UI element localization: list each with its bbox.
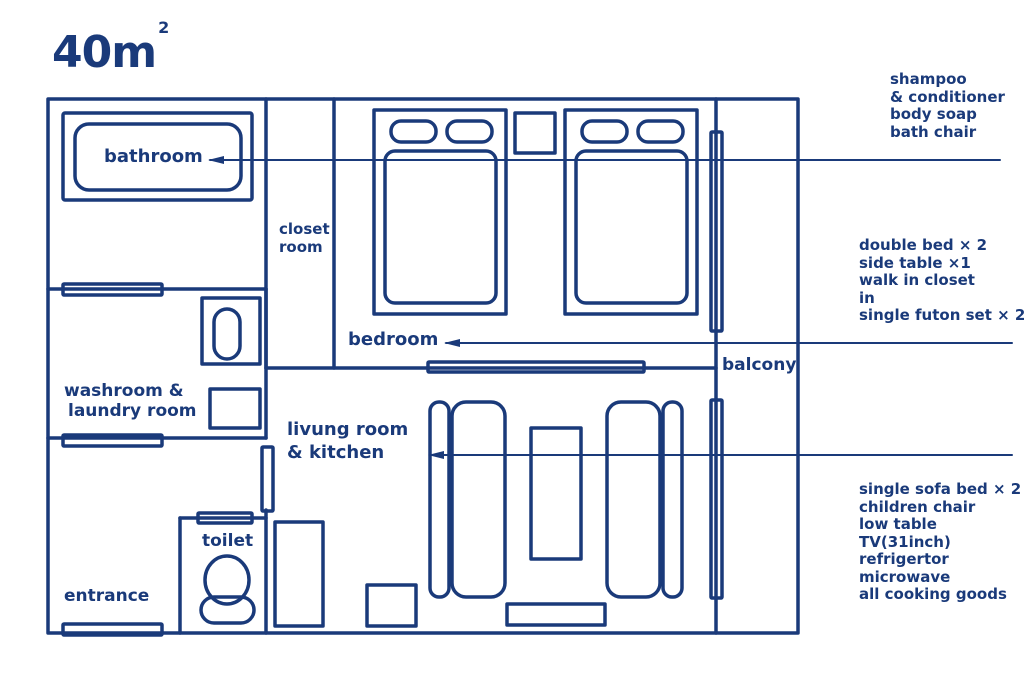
label-living: livung room & kitchen bbox=[287, 418, 408, 464]
bathtub-inner bbox=[73, 122, 243, 192]
label-toilet: toilet bbox=[202, 531, 254, 551]
pillow-right-2 bbox=[636, 119, 685, 144]
label-balcony: balcony bbox=[722, 355, 797, 375]
label-washroom: washroom & laundry room bbox=[64, 381, 197, 421]
pillow-left-1 bbox=[389, 119, 438, 144]
amenity-item: shampoo bbox=[890, 70, 967, 88]
sofa-left-seat bbox=[450, 400, 507, 599]
bathtub-outer bbox=[61, 111, 254, 202]
label-washroom-line2: laundry room bbox=[68, 401, 197, 421]
toilet-bowl bbox=[203, 554, 251, 606]
sofa-left-back bbox=[428, 400, 451, 599]
label-closet-line1: closet bbox=[279, 220, 330, 238]
amenity-item: body soap bbox=[890, 105, 977, 123]
label-entrance: entrance bbox=[64, 586, 150, 606]
amenities-bedroom: double bed × 2 side table ×1 walk in clo… bbox=[859, 236, 1024, 325]
amenities-bathroom: shampoo & conditioner body soap bath cha… bbox=[890, 70, 1005, 141]
window-balcony-upper bbox=[709, 130, 724, 333]
label-living-line2: & kitchen bbox=[287, 442, 385, 463]
amenities-living: single sofa bed × 2 children chair low t… bbox=[859, 480, 1022, 604]
arrow-bathroom bbox=[208, 156, 224, 164]
amenity-item: refrigertor bbox=[859, 550, 949, 568]
amenity-item: TV(31inch) bbox=[859, 532, 951, 551]
label-closet: closet room bbox=[279, 220, 330, 256]
bed-right-frame bbox=[563, 108, 699, 316]
amenity-item: side table ×1 bbox=[859, 253, 971, 272]
arrow-bedroom bbox=[444, 339, 460, 347]
low-table bbox=[529, 426, 583, 561]
door-toilet bbox=[196, 511, 254, 525]
door-living-left bbox=[260, 445, 275, 513]
area-number: 40m bbox=[52, 27, 157, 78]
window-balcony-lower bbox=[709, 398, 724, 600]
sink-bowl bbox=[212, 307, 242, 361]
sofa-right-back bbox=[661, 400, 684, 599]
label-bathroom: bathroom bbox=[104, 146, 203, 167]
amenity-item: single futon set × 2 bbox=[859, 306, 1024, 324]
sofa-right-seat bbox=[605, 400, 662, 599]
sink-outer bbox=[200, 296, 262, 366]
toilet-tank bbox=[199, 595, 256, 625]
label-bedroom: bedroom bbox=[348, 329, 439, 350]
amenity-item: all cooking goods bbox=[859, 585, 1007, 603]
amenity-item: in bbox=[859, 288, 875, 307]
pillow-right-1 bbox=[580, 119, 629, 144]
area-superscript: 2 bbox=[158, 18, 169, 38]
amenity-item: low table bbox=[859, 515, 937, 533]
label-living-line1: livung room bbox=[287, 419, 409, 440]
amenity-item: & conditioner bbox=[890, 87, 1005, 106]
kitchen-counter bbox=[273, 520, 325, 628]
door-bedroom bbox=[426, 360, 646, 374]
side-table bbox=[513, 111, 557, 155]
bed-left-frame bbox=[372, 108, 508, 316]
tv-stand bbox=[505, 602, 607, 627]
label-washroom-line1: washroom & bbox=[64, 381, 184, 401]
label-closet-line2: room bbox=[279, 238, 323, 256]
amenity-item: bath chair bbox=[890, 122, 977, 141]
bed-right-mattress bbox=[574, 149, 689, 305]
amenity-item: walk in closet bbox=[859, 271, 975, 289]
arrow-living bbox=[428, 451, 444, 459]
outer-wall bbox=[46, 97, 800, 635]
bed-left-mattress bbox=[383, 149, 498, 305]
door-bath bbox=[61, 282, 164, 297]
amenity-item: single sofa bed × 2 bbox=[859, 480, 1022, 498]
washing-machine bbox=[208, 387, 262, 430]
children-chair bbox=[365, 583, 418, 628]
door-wash bbox=[61, 433, 164, 448]
pillow-left-2 bbox=[445, 119, 494, 144]
amenity-item: children chair bbox=[859, 497, 976, 516]
door-entrance bbox=[61, 622, 164, 637]
amenity-item: double bed × 2 bbox=[859, 236, 988, 254]
amenity-item: microwave bbox=[859, 567, 951, 586]
